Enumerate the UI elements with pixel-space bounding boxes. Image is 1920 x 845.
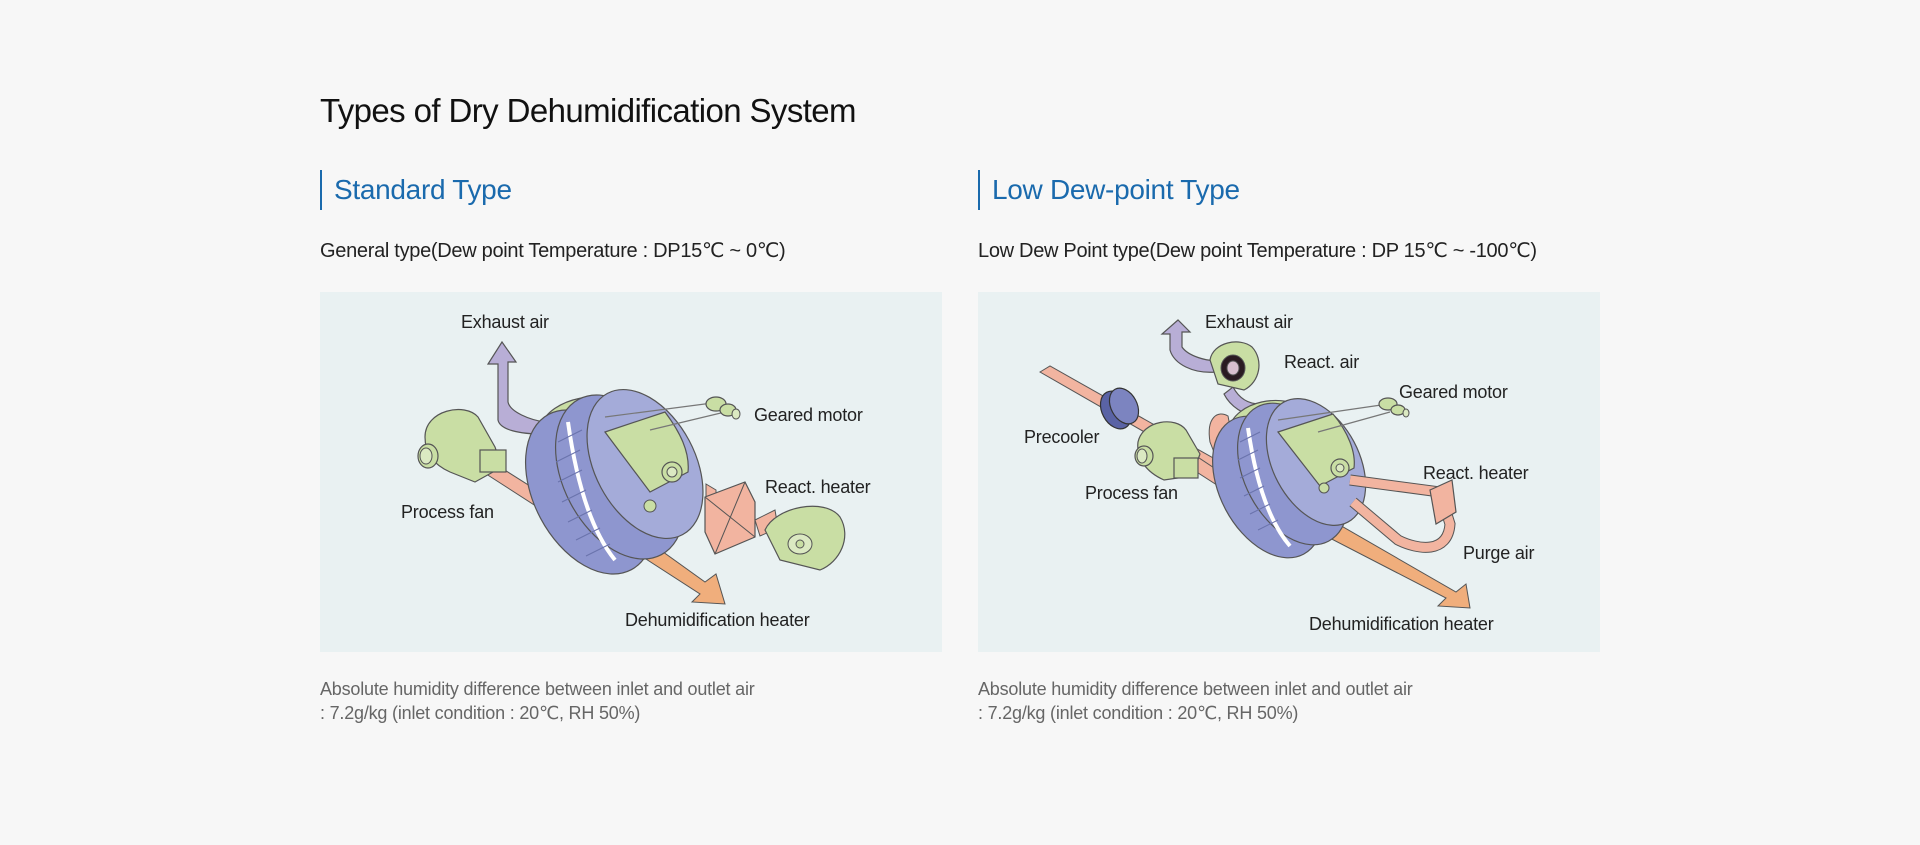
standard-type-section: Standard Type General type(Dew point Tem… xyxy=(320,170,942,723)
process-fan xyxy=(417,409,507,483)
drive-belt xyxy=(1277,403,1391,433)
dehumidification-duct xyxy=(1307,515,1471,609)
label-dehumidification-heater: Dehumidification heater xyxy=(625,610,810,630)
label-precooler: Precooler xyxy=(1024,427,1100,447)
reactivation-sector xyxy=(604,411,689,513)
label-react-heater: React. heater xyxy=(765,477,871,497)
note-line-2: : 7.2g/kg (inlet condition : 20℃, RH 50%… xyxy=(978,703,1299,723)
label-react-heater: React. heater xyxy=(1423,463,1529,483)
low-dewpoint-type-note: Absolute humidity difference between inl… xyxy=(978,677,1413,725)
low-dewpoint-type-diagram: Exhaust air React. air Geared motor Prec… xyxy=(978,292,1600,652)
geared-motor xyxy=(1378,397,1410,418)
note-line-2: : 7.2g/kg (inlet condition : 20℃, RH 50%… xyxy=(320,703,641,723)
reactivation-fan xyxy=(764,505,846,571)
label-react-air: React. air xyxy=(1284,352,1360,372)
standard-type-diagram: Exhaust air Geared motor React. heater P… xyxy=(320,292,942,652)
drive-belt xyxy=(604,401,726,431)
label-exhaust-air: Exhaust air xyxy=(461,312,549,332)
label-exhaust-air: Exhaust air xyxy=(1205,312,1293,332)
standard-system-illustration xyxy=(417,340,846,605)
label-geared-motor: Geared motor xyxy=(754,405,863,425)
low-dewpoint-system-illustration xyxy=(1039,319,1471,609)
reactivation-air-fan xyxy=(1209,341,1260,391)
standard-type-note: Absolute humidity difference between inl… xyxy=(320,677,755,725)
page-title: Types of Dry Dehumidification System xyxy=(320,92,857,129)
process-fan xyxy=(1134,421,1201,481)
geared-motor xyxy=(705,396,741,420)
standard-type-title: Standard Type xyxy=(320,170,942,210)
label-process-fan: Process fan xyxy=(401,502,494,522)
reactivation-heater xyxy=(1429,479,1457,525)
label-process-fan: Process fan xyxy=(1085,483,1178,503)
precooler xyxy=(1099,387,1140,430)
low-dewpoint-type-title: Low Dew-point Type xyxy=(978,170,1600,210)
label-geared-motor: Geared motor xyxy=(1399,382,1508,402)
low-dewpoint-type-section: Low Dew-point Type Low Dew Point type(De… xyxy=(978,170,1600,723)
reactivation-sector xyxy=(1277,413,1355,494)
exhaust-duct xyxy=(486,340,546,435)
note-line-1: Absolute humidity difference between inl… xyxy=(978,679,1413,699)
note-line-1: Absolute humidity difference between inl… xyxy=(320,679,755,699)
purge-air-duct xyxy=(1349,474,1456,553)
low-dewpoint-type-description: Low Dew Point type(Dew point Temperature… xyxy=(978,240,1537,262)
standard-type-description: General type(Dew point Temperature : DP1… xyxy=(320,240,786,262)
label-dehumidification-heater: Dehumidification heater xyxy=(1309,614,1494,634)
label-purge-air: Purge air xyxy=(1463,543,1535,563)
desiccant-rotor xyxy=(524,388,704,575)
